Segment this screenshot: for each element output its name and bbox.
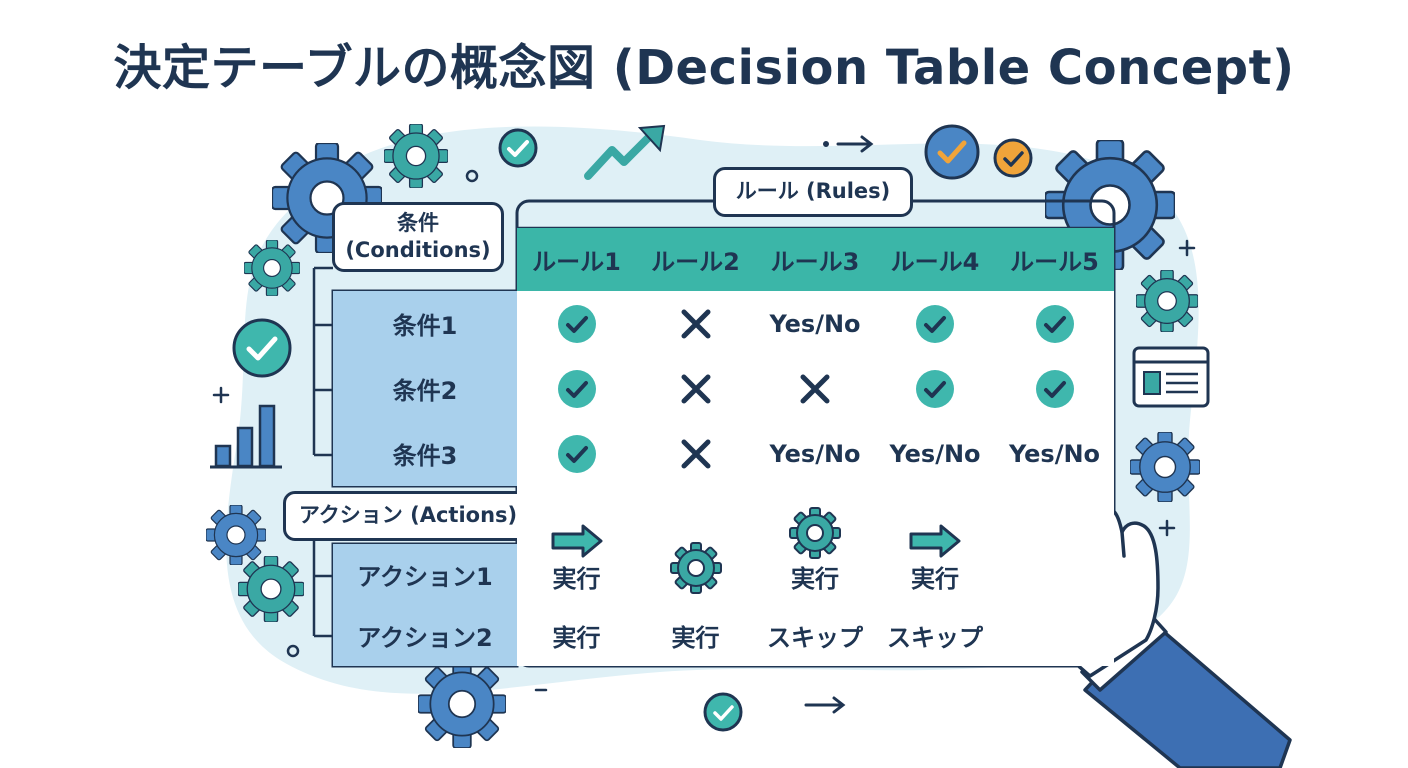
condition-cell: Yes/No <box>755 291 875 356</box>
cross-icon <box>681 439 710 468</box>
rule-header-2: ルール2 <box>636 228 755 291</box>
arrow-icon <box>804 696 846 714</box>
rule-header-4: ルール4 <box>875 228 995 291</box>
condition-cell <box>875 291 995 356</box>
action-value: 実行 <box>552 565 601 593</box>
connector-lines <box>312 266 333 638</box>
condition-cell <box>636 291 755 356</box>
condition-value: Yes/No <box>769 309 861 338</box>
check-icon <box>916 304 954 343</box>
action-cell: 実行 <box>517 486 636 604</box>
condition-cell <box>755 356 875 421</box>
gear-icon <box>1130 432 1200 502</box>
rule-header-label: ルール2 <box>651 248 740 276</box>
condition-value: Yes/No <box>889 439 981 468</box>
gear-icon <box>1136 270 1198 332</box>
action-cell <box>995 486 1114 604</box>
action-cell: 実行 <box>636 604 755 666</box>
check-circle-icon <box>498 128 538 168</box>
action-value: 実行 <box>911 565 959 593</box>
arrow-icon <box>909 524 961 558</box>
rule-header-label: ルール5 <box>1010 248 1099 276</box>
condition-cell: Yes/No <box>755 421 875 486</box>
rule-header-1: ルール1 <box>517 228 636 291</box>
conditions-label: 条件 (Conditions) <box>332 202 504 272</box>
action-cell: スキップ <box>875 604 995 666</box>
action-label: アクション2 <box>333 604 517 666</box>
action-cell: スキップ <box>755 604 875 666</box>
action-value: 実行 <box>552 623 601 652</box>
condition-label: 条件2 <box>333 356 517 421</box>
check-icon <box>557 369 596 408</box>
condition-cell: Yes/No <box>995 421 1114 486</box>
rule-header-label: ルール3 <box>770 248 860 276</box>
gear-icon <box>418 660 506 748</box>
condition-label: 条件1 <box>333 291 517 356</box>
action-label-text: アクション2 <box>357 623 493 652</box>
rules-label: ルール (Rules) <box>713 167 913 217</box>
action-cell: 実行 <box>517 604 636 666</box>
sparkle-icon <box>212 239 1196 692</box>
check-icon <box>916 369 954 408</box>
action-cell: 実行 <box>755 486 875 604</box>
check-icon <box>557 304 596 343</box>
check-icon <box>557 434 596 473</box>
arrow-icon <box>823 135 874 153</box>
action-cell <box>636 486 755 604</box>
check-circle-icon <box>924 124 980 180</box>
gear-icon <box>238 556 304 622</box>
condition-cell <box>517 421 636 486</box>
condition-cell <box>636 356 755 421</box>
rule-header-5: ルール5 <box>995 228 1114 291</box>
gear-icon <box>206 505 266 565</box>
rule-header-3: ルール3 <box>755 228 875 291</box>
action-cell <box>995 604 1114 666</box>
action-value: スキップ <box>767 623 863 652</box>
action-value: 実行 <box>791 565 839 593</box>
condition-value: Yes/No <box>769 439 861 468</box>
check-circle-icon <box>703 692 743 732</box>
condition-label: 条件3 <box>333 421 517 486</box>
arrow-icon <box>551 524 602 558</box>
bar-chart-icon <box>210 404 282 469</box>
check-icon <box>1035 304 1074 343</box>
condition-cell <box>517 291 636 356</box>
check-circle-icon <box>993 138 1033 178</box>
action-label-text: アクション1 <box>357 562 493 591</box>
action-value: スキップ <box>887 623 983 652</box>
cross-icon <box>681 374 710 403</box>
action-value: 実行 <box>671 623 720 652</box>
trend-arrow-icon <box>584 126 660 180</box>
gear-icon <box>384 124 448 188</box>
action-label: アクション1 <box>333 544 517 604</box>
gear-icon <box>244 240 300 296</box>
condition-cell: Yes/No <box>875 421 995 486</box>
check-circle-icon <box>232 318 292 378</box>
actions-label: アクション (Actions) <box>283 491 533 541</box>
page-title: 決定テーブルの概念図 (Decision Table Concept) <box>113 40 1295 96</box>
condition-cell <box>517 356 636 421</box>
condition-cell <box>995 356 1114 421</box>
gear-icon <box>669 542 722 594</box>
window-icon <box>1132 346 1210 408</box>
cross-icon <box>681 309 710 338</box>
condition-value: Yes/No <box>1008 439 1101 468</box>
cross-icon <box>800 374 830 403</box>
rule-header-label: ルール4 <box>890 248 980 276</box>
condition-label-text: 条件3 <box>392 442 458 470</box>
action-cell: 実行 <box>875 486 995 604</box>
condition-cell <box>875 356 995 421</box>
gear-icon <box>789 507 841 559</box>
condition-label-text: 条件1 <box>392 312 458 340</box>
condition-cell <box>636 421 755 486</box>
rule-header-label: ルール1 <box>532 248 621 276</box>
condition-cell <box>995 291 1114 356</box>
check-icon <box>1035 369 1074 408</box>
condition-label-text: 条件2 <box>392 377 458 405</box>
